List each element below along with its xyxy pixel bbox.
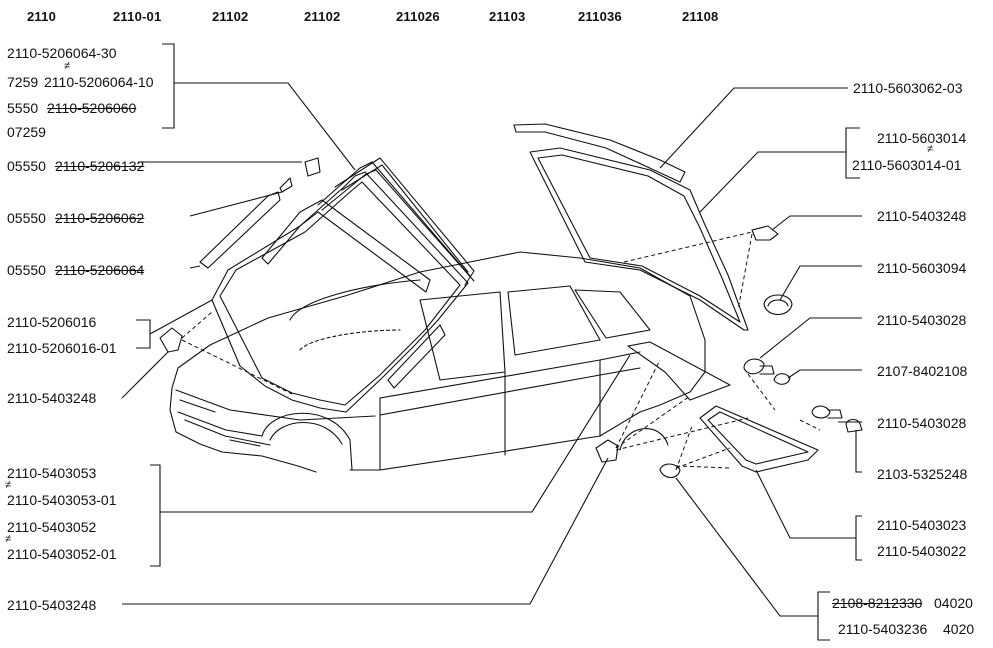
model-header-item: 211026	[396, 9, 440, 24]
label-rear-glass-2: 2110-5603014-01	[852, 157, 962, 173]
label-clip-bottom: 2110-5403248	[7, 597, 97, 613]
replacement-mark: ≠	[5, 533, 12, 545]
label-clip-right: 2110-5403248	[877, 208, 967, 224]
label-rear-seal: 2110-5603062-03	[853, 80, 963, 96]
label-moulding-2-code: 05550	[7, 210, 46, 226]
model-header-item: 21102	[212, 9, 249, 24]
label-moulding-2: 2110-5206062	[55, 210, 145, 226]
label-windshield-code-3: 07259	[7, 124, 46, 140]
label-side-glass-2: 2110-5403053-01	[7, 492, 117, 508]
windshield-moulding-drawing	[199, 157, 446, 389]
label-side-glass-1: 2110-5403053	[7, 465, 97, 481]
label-windshield-code-2: 5550	[7, 100, 39, 116]
rear-window-drawing	[513, 123, 749, 331]
label-button-2: 2110-5403028	[877, 415, 967, 431]
label-button-1: 2110-5403028	[877, 312, 967, 328]
model-header-item: 211036	[578, 9, 622, 24]
assembly-arrows	[181, 231, 821, 471]
label-screw: 2107-8402108	[877, 363, 968, 379]
label-moulding-3: 2110-5206064	[55, 262, 145, 278]
label-windshield-glass-2: 2110-5206016-01	[7, 340, 117, 356]
label-moulding-3-code: 05550	[7, 262, 46, 278]
label-moulding-1-code: 05550	[7, 158, 46, 174]
label-windshield-code-1: 7259	[7, 74, 39, 90]
label-rear-glass-1: 2110-5603014	[877, 130, 967, 146]
label-side-glass-4: 2110-5403052-01	[7, 546, 117, 562]
model-header-item: 2110-01	[113, 9, 162, 24]
replacement-mark: ≠	[64, 60, 71, 72]
label-nut2-code: 4020	[943, 621, 975, 637]
rear-side-window-drawing	[699, 405, 819, 473]
quarter-glass-drawing	[627, 341, 731, 401]
car-body-drawing	[169, 251, 706, 473]
model-header-item: 21108	[682, 9, 719, 24]
replacement-mark: ≠	[5, 479, 12, 491]
label-vent-1: 2110-5403023	[877, 517, 967, 533]
label-windshield-glass-1: 2110-5206016	[7, 314, 97, 330]
label-moulding-1: 2110-5206132	[55, 158, 145, 174]
label-vent-2: 2110-5403022	[877, 543, 967, 559]
model-header-item: 21103	[489, 9, 526, 24]
label-bolt: 2103-5325248	[877, 466, 968, 482]
label-nut-code: 04020	[934, 595, 973, 611]
model-header-item: 2110	[27, 9, 57, 24]
windshield-drawing	[211, 157, 475, 413]
label-windshield-part-1: 2110-5206064-30	[7, 45, 117, 61]
model-header-item: 21102	[304, 9, 341, 24]
label-windshield-part-3: 2110-5206060	[47, 100, 137, 116]
label-side-glass-3: 2110-5403052	[7, 519, 97, 535]
replacement-mark: ≠	[927, 143, 934, 155]
label-nut2-part: 2110-5403236	[838, 621, 928, 637]
label-windshield-part-2: 2110-5206064-10	[44, 74, 154, 90]
label-nut-part: 2108-8212330	[832, 595, 923, 611]
leader-lines	[121, 43, 862, 641]
clip-parts-drawing	[159, 225, 863, 479]
label-cap: 2110-5603094	[877, 260, 967, 276]
label-clip-left: 2110-5403248	[7, 390, 97, 406]
